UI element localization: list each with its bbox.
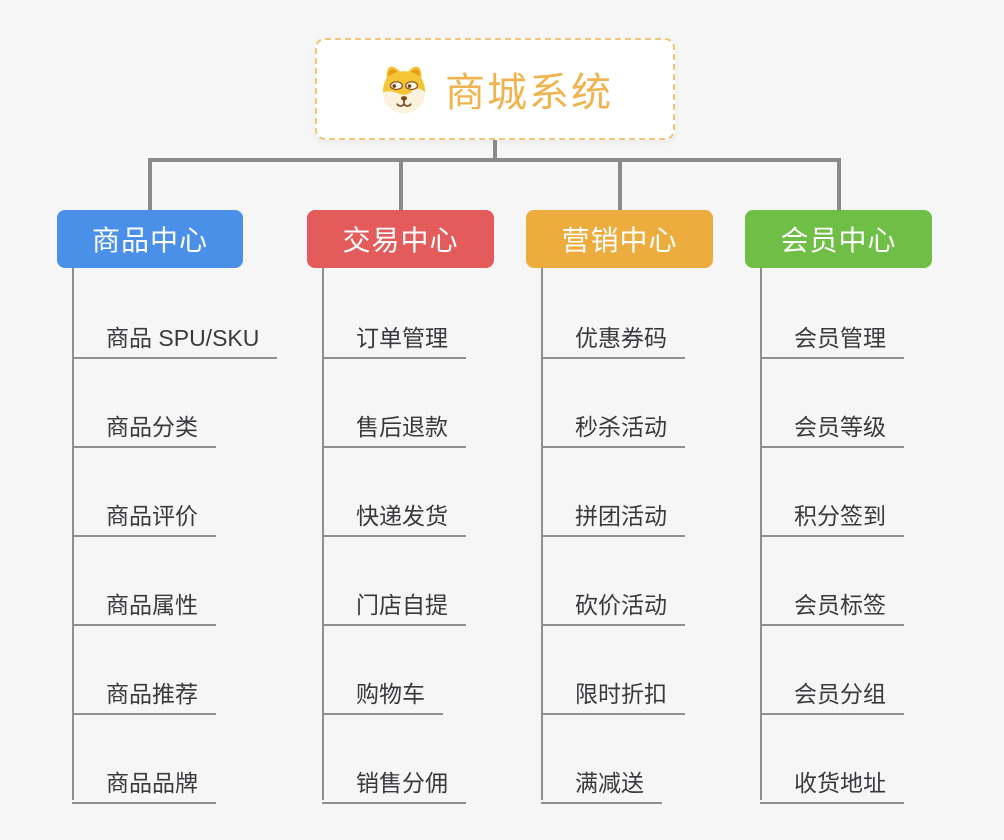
mindmap-item[interactable]: 限时折扣: [541, 669, 685, 715]
mindmap-item[interactable]: 售后退款: [322, 402, 466, 448]
mindmap-item[interactable]: 商品分类: [72, 402, 216, 448]
mindmap-item[interactable]: 购物车: [322, 669, 443, 715]
branch-label: 会员中心: [780, 225, 897, 256]
mindmap-item-label: 积分签到: [794, 503, 886, 530]
mindmap-item[interactable]: 拼团活动: [541, 491, 685, 537]
root-connector-stem: [493, 140, 497, 162]
mindmap-item-label: 砍价活动: [575, 592, 667, 619]
mindmap-item[interactable]: 快递发货: [322, 491, 466, 537]
mindmap-item-label: 商品评价: [106, 503, 198, 530]
root-node-title: 商城系统: [445, 71, 613, 115]
mindmap-item-label: 商品 SPU/SKU: [106, 325, 260, 352]
mindmap-item-label: 销售分佣: [356, 770, 448, 797]
mindmap-item-label: 满减送: [575, 770, 644, 797]
mindmap-item-label: 商品分类: [106, 414, 198, 441]
mindmap-item[interactable]: 会员等级: [760, 402, 904, 448]
mindmap-item-label: 会员标签: [794, 592, 886, 619]
mindmap-item[interactable]: 销售分佣: [322, 758, 466, 804]
mindmap-item[interactable]: 商品 SPU/SKU: [72, 313, 278, 359]
mindmap-item-label: 门店自提: [356, 592, 448, 619]
mindmap-item[interactable]: 商品品牌: [72, 758, 216, 804]
branch-spine: [541, 268, 543, 800]
mindmap-item[interactable]: 满减送: [541, 758, 662, 804]
branch-node-trade-center[interactable]: 交易中心: [307, 210, 494, 268]
mindmap-item[interactable]: 门店自提: [322, 580, 466, 626]
mindmap-item-label: 秒杀活动: [575, 414, 667, 441]
mindmap-item[interactable]: 商品推荐: [72, 669, 216, 715]
branch-connector-line: [148, 158, 841, 162]
mindmap-item-label: 会员管理: [794, 325, 886, 352]
root-node[interactable]: 商城系统: [315, 38, 675, 140]
mindmap-item[interactable]: 商品属性: [72, 580, 216, 626]
mindmap-item[interactable]: 积分签到: [760, 491, 904, 537]
dog-face-icon: [382, 66, 426, 114]
branch-node-member-center[interactable]: 会员中心: [745, 210, 932, 268]
mindmap-item-label: 会员分组: [794, 681, 886, 708]
mindmap-item-label: 商品品牌: [106, 770, 198, 797]
branch-label: 交易中心: [342, 225, 459, 256]
mindmap-item[interactable]: 会员标签: [760, 580, 904, 626]
branch-spine: [760, 268, 762, 800]
mindmap-item-label: 商品推荐: [106, 681, 198, 708]
mindmap-item-label: 拼团活动: [575, 503, 667, 530]
mindmap-item-label: 限时折扣: [575, 681, 667, 708]
branch-label: 营销中心: [561, 225, 678, 256]
branch-spine: [72, 268, 74, 800]
mindmap-item[interactable]: 订单管理: [322, 313, 466, 359]
mindmap-item[interactable]: 优惠券码: [541, 313, 685, 359]
branch-spine: [322, 268, 324, 800]
branch-node-product-center[interactable]: 商品中心: [57, 210, 243, 268]
mindmap-item[interactable]: 商品评价: [72, 491, 216, 537]
mindmap-item-label: 会员等级: [794, 414, 886, 441]
branch-drop-connector: [618, 162, 622, 210]
branch-drop-connector: [399, 162, 403, 210]
mindmap-item-label: 订单管理: [356, 325, 448, 352]
mindmap-item-label: 商品属性: [106, 592, 198, 619]
mindmap-item[interactable]: 会员分组: [760, 669, 904, 715]
branch-node-marketing-center[interactable]: 营销中心: [526, 210, 713, 268]
mindmap-item[interactable]: 收货地址: [760, 758, 904, 804]
mindmap-item[interactable]: 会员管理: [760, 313, 904, 359]
branch-drop-connector: [148, 162, 152, 210]
mindmap-item[interactable]: 砍价活动: [541, 580, 685, 626]
branch-drop-connector: [837, 162, 841, 210]
branch-label: 商品中心: [91, 225, 208, 256]
mindmap-item-label: 购物车: [356, 681, 425, 708]
mindmap-item-label: 售后退款: [356, 414, 448, 441]
mindmap-item[interactable]: 秒杀活动: [541, 402, 685, 448]
mindmap-item-label: 优惠券码: [575, 325, 667, 352]
mindmap-item-label: 收货地址: [794, 770, 886, 797]
mindmap-item-label: 快递发货: [356, 503, 448, 530]
